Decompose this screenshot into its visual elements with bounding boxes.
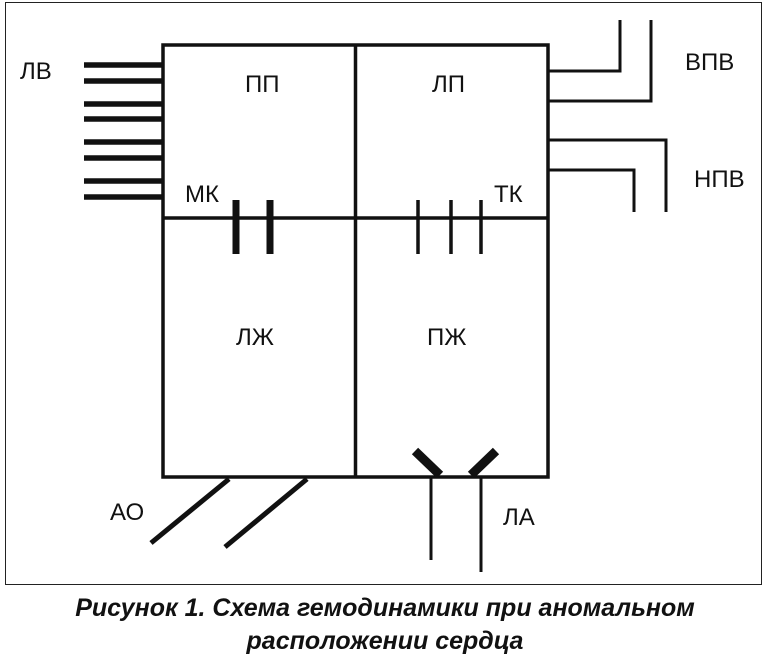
label-mitral-valve: МК [185, 181, 219, 208]
label-pulmonary-veins: ЛВ [20, 58, 52, 85]
pulmonary-valve [411, 447, 500, 479]
pulmonary-artery [429, 477, 483, 572]
pulmonary-veins [84, 62, 163, 200]
superior-vena-cava [548, 20, 653, 103]
label-left-atrium: ЛП [432, 71, 465, 98]
inferior-vena-cava [548, 138, 668, 212]
label-left-ventricle: ЛЖ [236, 324, 274, 351]
label-superior-vena-cava: ВПВ [685, 49, 735, 76]
mitral-valve [232, 200, 274, 254]
label-right-atrium: ПП [245, 71, 280, 98]
figure-frame [5, 2, 762, 585]
label-pulmonary-artery: ЛА [503, 504, 535, 531]
label-aorta: АО [110, 499, 145, 526]
label-tricuspid-valve: ТК [494, 181, 523, 208]
label-right-ventricle: ПЖ [427, 324, 467, 351]
caption-line-2: расположении сердца [246, 627, 524, 655]
figure-caption: Рисунок 1. Схема гемодинамики при аномал… [0, 592, 770, 658]
caption-line-1: Рисунок 1. Схема гемодинамики при аномал… [75, 594, 695, 622]
tricuspid-valve [416, 200, 483, 254]
label-inferior-vena-cava: НПВ [694, 166, 745, 193]
aorta [149, 477, 309, 549]
